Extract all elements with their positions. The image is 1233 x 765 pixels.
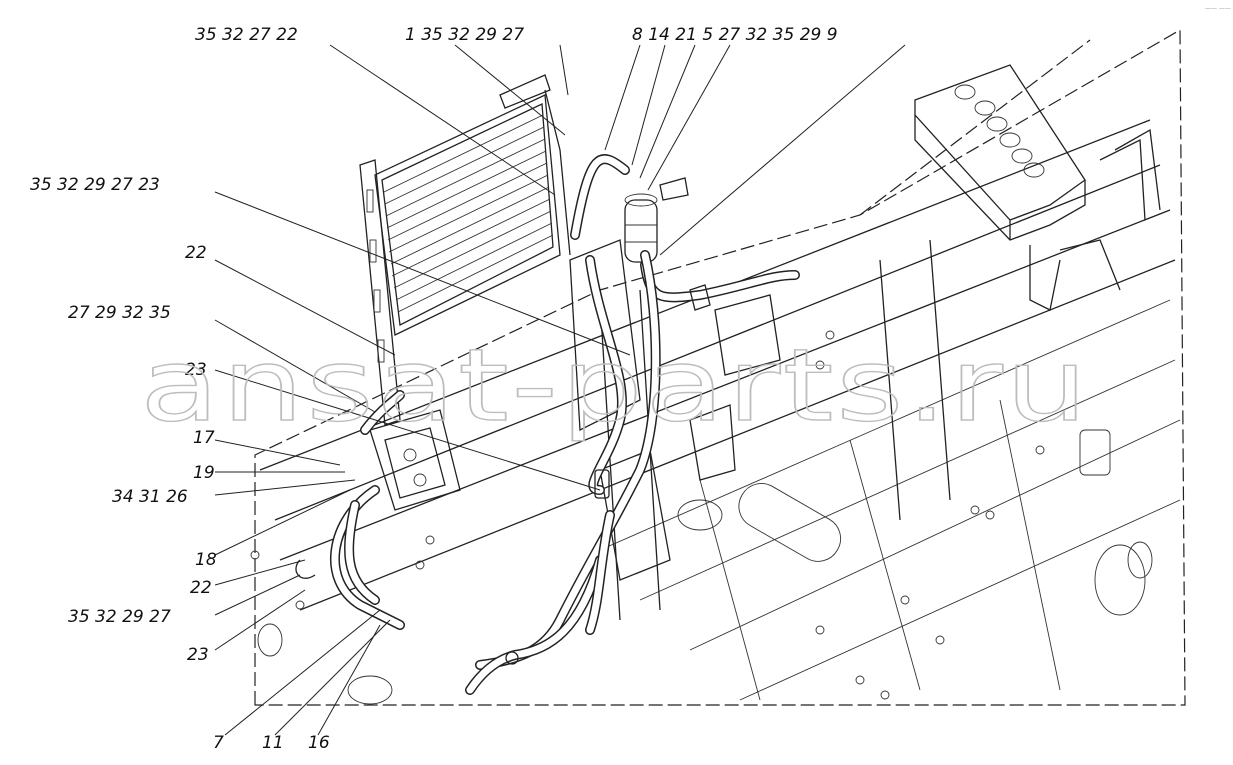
chassis-frame: [250, 119, 1181, 705]
callout-g15-label: 7: [213, 733, 224, 753]
callout-g06-label: 27: [68, 303, 90, 323]
callout-g05-label: 22: [185, 243, 207, 263]
callout-g13-label: 27: [149, 607, 171, 627]
callout-g14-label: 23: [187, 645, 209, 665]
callout-g03-label: 5: [702, 25, 713, 45]
callout-g10-label: 31: [139, 487, 161, 507]
callout-g08-label: 17: [193, 428, 215, 448]
callout-g12-label: 22: [190, 578, 212, 598]
callout-g13-label: 35: [68, 607, 90, 627]
callout-g03-label: 21: [675, 25, 697, 45]
callout-labels: 35 32 27 22 1 35 32 29 27 8 14 21 5 27 3…: [30, 25, 838, 753]
callout-g07-label: 23: [185, 360, 207, 380]
callout-g02-label: 29: [475, 25, 497, 45]
callout-g01-label: 35: [195, 25, 217, 45]
callout-g06-label: 35: [149, 303, 171, 323]
callout-g01-label: 27: [249, 25, 271, 45]
svg-text:1 35 32 29 27: 1 35 32 29 27: [405, 25, 524, 45]
valve-block: [914, 64, 1161, 311]
callout-g13-label: 32: [95, 607, 117, 627]
callout-g03-label: 27: [719, 25, 741, 45]
callout-g03-label: 14: [648, 25, 670, 45]
leader-lines: [214, 44, 906, 736]
callout-g03-label: 29: [800, 25, 822, 45]
callout-g09-label: 19: [193, 463, 215, 483]
watermark-text: ansat-parts.ru: [140, 327, 1090, 444]
callout-g04-label: 29: [84, 175, 106, 195]
callout-g02-label: 32: [448, 25, 470, 45]
callout-g10-label: 26: [166, 487, 188, 507]
callout-g02-label: 35: [421, 25, 443, 45]
callout-g02-label: 1: [405, 25, 416, 45]
callout-g04-label: 23: [138, 175, 160, 195]
svg-text:34 31 26: 34 31 26: [112, 487, 188, 507]
callout-g11-label: 18: [195, 550, 217, 570]
callout-g04-label: 35: [30, 175, 52, 195]
radiator: [359, 74, 571, 426]
chassis-outline: [254, 28, 1186, 706]
callout-g16-label: 11: [262, 733, 284, 753]
corner-mark: —— ——: [1205, 5, 1231, 12]
svg-text:27 29 32 35: 27 29 32 35: [68, 303, 171, 323]
callout-g03-label: 32: [746, 25, 768, 45]
callout-g03-label: 8: [632, 25, 643, 45]
svg-text:35 32 29 27 23: 35 32 29 27 23: [30, 175, 160, 195]
callout-g06-label: 29: [95, 303, 117, 323]
receiver-drier: [624, 177, 689, 263]
hoses: [295, 154, 800, 695]
svg-text:8 14 21 5 27 32 35 29 9: 8 14 21 5 27 32 35 29 9: [632, 25, 838, 45]
svg-text:35 32 27 22: 35 32 27 22: [195, 25, 298, 45]
callout-g06-label: 32: [122, 303, 144, 323]
callout-g04-label: 27: [111, 175, 133, 195]
callout-g01-label: 22: [276, 25, 298, 45]
callout-g03-label: 35: [773, 25, 795, 45]
callout-g13-label: 29: [122, 607, 144, 627]
callout-g01-label: 32: [222, 25, 244, 45]
callout-g10-label: 34: [112, 487, 134, 507]
callout-g04-label: 32: [57, 175, 79, 195]
svg-text:35 32 29 27: 35 32 29 27: [68, 607, 171, 627]
callout-g03-label: 9: [827, 25, 838, 45]
callout-g02-label: 27: [502, 25, 524, 45]
callout-g17-label: 16: [308, 733, 330, 753]
